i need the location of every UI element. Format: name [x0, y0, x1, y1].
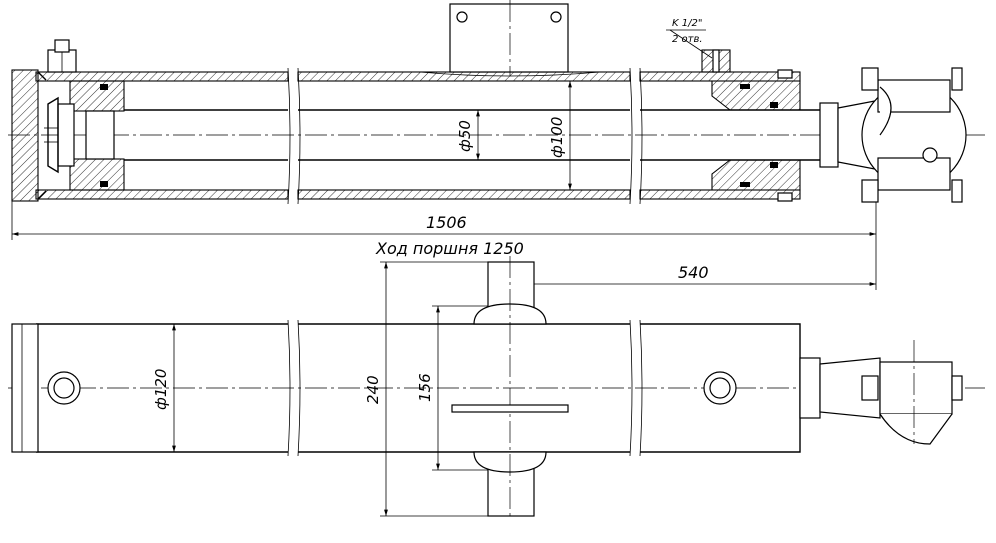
section-view: ф50 ф100 K 1/2" 2 отв. 1506 Ход поршня 1…	[8, 0, 985, 290]
port-callout: K 1/2" 2 отв.	[666, 18, 713, 59]
trunnion-plate	[419, 0, 601, 77]
port-count-label: 2 отв.	[672, 34, 703, 45]
trunnion-width-label: 156	[416, 373, 434, 402]
trunnion-offset-dimension: 540	[510, 263, 876, 286]
outer-diameter-dimension: ф120	[152, 324, 176, 452]
rod-eye-exterior	[799, 340, 963, 445]
trunnion-span-dimension: 240	[364, 261, 510, 517]
bore-diameter-label: ф100	[548, 117, 566, 158]
section-diameters: ф50 ф100	[456, 81, 572, 190]
piston	[44, 80, 125, 191]
stroke-label: Ход поршня 1250	[375, 239, 524, 258]
trunnion-pins	[451, 256, 569, 520]
outer-diameter-label: ф120	[152, 369, 170, 410]
exterior-view: ф120 240 156	[8, 256, 985, 520]
bottom-end-cap	[11, 39, 77, 202]
rod-eye-section	[819, 67, 967, 203]
rod-gland	[701, 49, 801, 202]
trunnion-offset-label: 540	[678, 263, 709, 282]
port-thread-label: K 1/2"	[672, 18, 702, 29]
trunnion-span-label: 240	[364, 375, 382, 404]
trunnion-width-dimension: 156	[416, 305, 488, 471]
overall-length-dimension: 1506	[11, 201, 877, 290]
rod-diameter-label: ф50	[456, 120, 474, 152]
overall-length-label: 1506	[426, 213, 467, 232]
cylinder-tube-walls	[35, 67, 801, 205]
